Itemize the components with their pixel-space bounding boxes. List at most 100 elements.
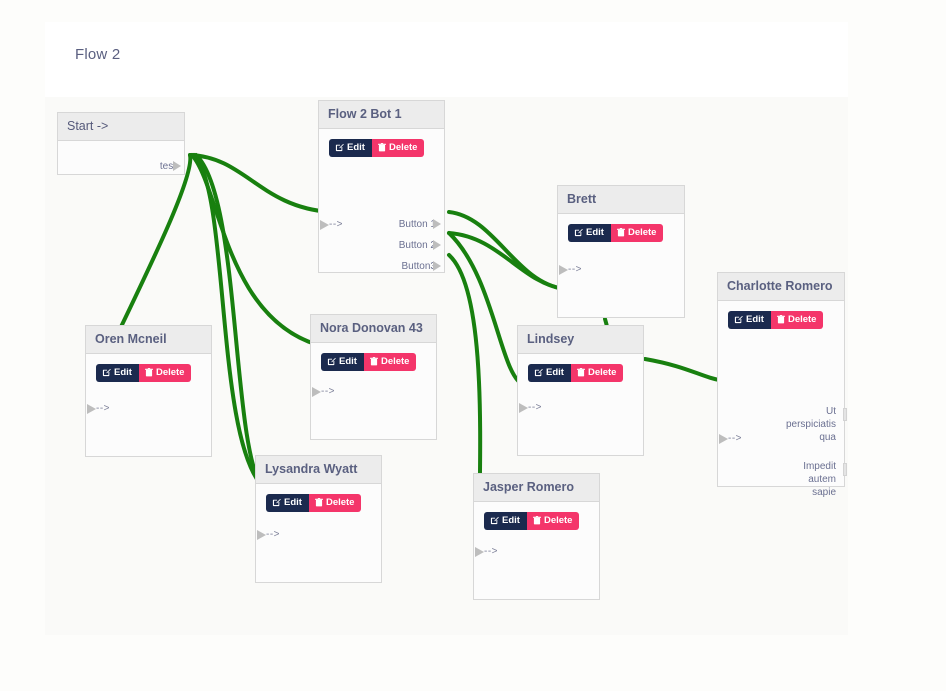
flow-node-start[interactable]: Start ->test <box>57 112 185 175</box>
node-title-lindsey: Lindsey <box>518 326 643 354</box>
node-title-brett: Brett <box>558 186 684 214</box>
node-actions-jasper: Edit Delete <box>484 512 580 530</box>
edit-button-label: Edit <box>347 142 365 153</box>
flow-edge[interactable] <box>190 153 320 347</box>
node-body-lindsey: Edit Delete --> <box>518 354 643 456</box>
edit-button[interactable]: Edit <box>266 494 309 512</box>
edit-icon <box>327 358 336 366</box>
node-title-jasper: Jasper Romero <box>474 474 599 502</box>
node-body-jasper: Edit Delete --> <box>474 502 599 600</box>
flow-edge[interactable] <box>447 231 566 291</box>
edit-icon <box>734 316 743 324</box>
input-port-arrow-icon <box>320 219 329 230</box>
edit-button[interactable]: Edit <box>728 311 771 329</box>
output-port-label: Button 1 <box>398 219 436 230</box>
delete-button-label: Delete <box>155 367 185 378</box>
node-text-line: sapie <box>812 487 836 498</box>
output-port-arrow-icon <box>433 240 441 250</box>
input-port-label: --> <box>528 402 542 413</box>
output-port-arrow-icon <box>173 161 181 171</box>
input-port-label: --> <box>728 433 742 444</box>
edit-button[interactable]: Edit <box>568 224 611 242</box>
input-port-lindsey[interactable]: --> <box>519 402 542 413</box>
trash-icon <box>378 143 386 152</box>
delete-button[interactable]: Delete <box>610 224 664 242</box>
output-port-flow2bot1-0[interactable]: Button 1 <box>398 219 441 230</box>
input-port-nora[interactable]: --> <box>312 386 335 397</box>
delete-button[interactable]: Delete <box>770 311 824 329</box>
input-port-flow2bot1[interactable]: --> <box>320 219 343 230</box>
delete-button[interactable]: Delete <box>570 364 624 382</box>
input-port-jasper[interactable]: --> <box>475 546 498 557</box>
input-port-charlotte[interactable]: --> <box>719 433 742 444</box>
edit-button-label: Edit <box>586 227 604 238</box>
edit-icon <box>102 369 111 377</box>
edit-button[interactable]: Edit <box>484 512 527 530</box>
edit-icon <box>272 499 281 507</box>
input-port-label: --> <box>321 386 335 397</box>
input-port-arrow-icon <box>475 546 484 557</box>
edit-button-label: Edit <box>502 515 520 526</box>
output-port-flow2bot1-1[interactable]: Button 2 <box>399 240 441 251</box>
output-port-flow2bot1-2[interactable]: Button3 <box>401 261 441 272</box>
node-actions-brett: Edit Delete <box>568 224 664 242</box>
flow-edge[interactable] <box>447 210 566 291</box>
delete-button[interactable]: Delete <box>371 139 425 157</box>
edit-button[interactable]: Edit <box>528 364 571 382</box>
flow-edge[interactable] <box>447 231 526 387</box>
input-port-label: --> <box>96 403 110 414</box>
trash-icon <box>777 315 785 324</box>
node-body-flow2bot1: Edit Delete --> Button 1 Button 2 Button3 <box>319 129 444 273</box>
trash-icon <box>533 516 541 525</box>
input-port-lysandra[interactable]: --> <box>257 529 280 540</box>
trash-icon <box>145 368 153 377</box>
edit-button[interactable]: Edit <box>321 353 364 371</box>
flow-header-panel: Flow 2 <box>45 22 848 97</box>
node-actions-lindsey: Edit Delete <box>528 364 624 382</box>
edit-button[interactable]: Edit <box>329 139 372 157</box>
delete-button-label: Delete <box>587 367 617 378</box>
node-body-brett: Edit Delete --> <box>558 214 684 318</box>
delete-button-label: Delete <box>543 515 573 526</box>
node-actions-oren: Edit Delete <box>96 364 192 382</box>
input-port-oren[interactable]: --> <box>87 403 110 414</box>
node-actions-charlotte: Edit Delete <box>728 311 824 329</box>
delete-button[interactable]: Delete <box>308 494 362 512</box>
edit-icon <box>490 517 499 525</box>
input-port-arrow-icon <box>312 386 321 397</box>
output-port-label: Button3 <box>401 261 436 272</box>
edit-button[interactable]: Edit <box>96 364 139 382</box>
edit-icon <box>335 144 344 152</box>
flow-edge[interactable] <box>643 357 726 383</box>
output-port-start-0[interactable]: test <box>160 161 181 172</box>
delete-button[interactable]: Delete <box>526 512 580 530</box>
delete-button-label: Delete <box>787 314 817 325</box>
input-port-arrow-icon <box>559 264 568 275</box>
output-port-stub[interactable] <box>843 463 847 476</box>
node-text-line: perspiciatis <box>785 419 836 430</box>
input-port-brett[interactable]: --> <box>559 264 582 275</box>
delete-button[interactable]: Delete <box>363 353 417 371</box>
edit-button-label: Edit <box>114 367 132 378</box>
node-text-line: Ut <box>826 406 836 417</box>
delete-button[interactable]: Delete <box>138 364 192 382</box>
input-port-label: --> <box>329 219 343 230</box>
node-title-charlotte: Charlotte Romero <box>718 273 844 301</box>
flow-edge[interactable] <box>188 153 332 214</box>
input-port-arrow-icon <box>257 529 266 540</box>
output-port-stub[interactable] <box>843 408 847 421</box>
